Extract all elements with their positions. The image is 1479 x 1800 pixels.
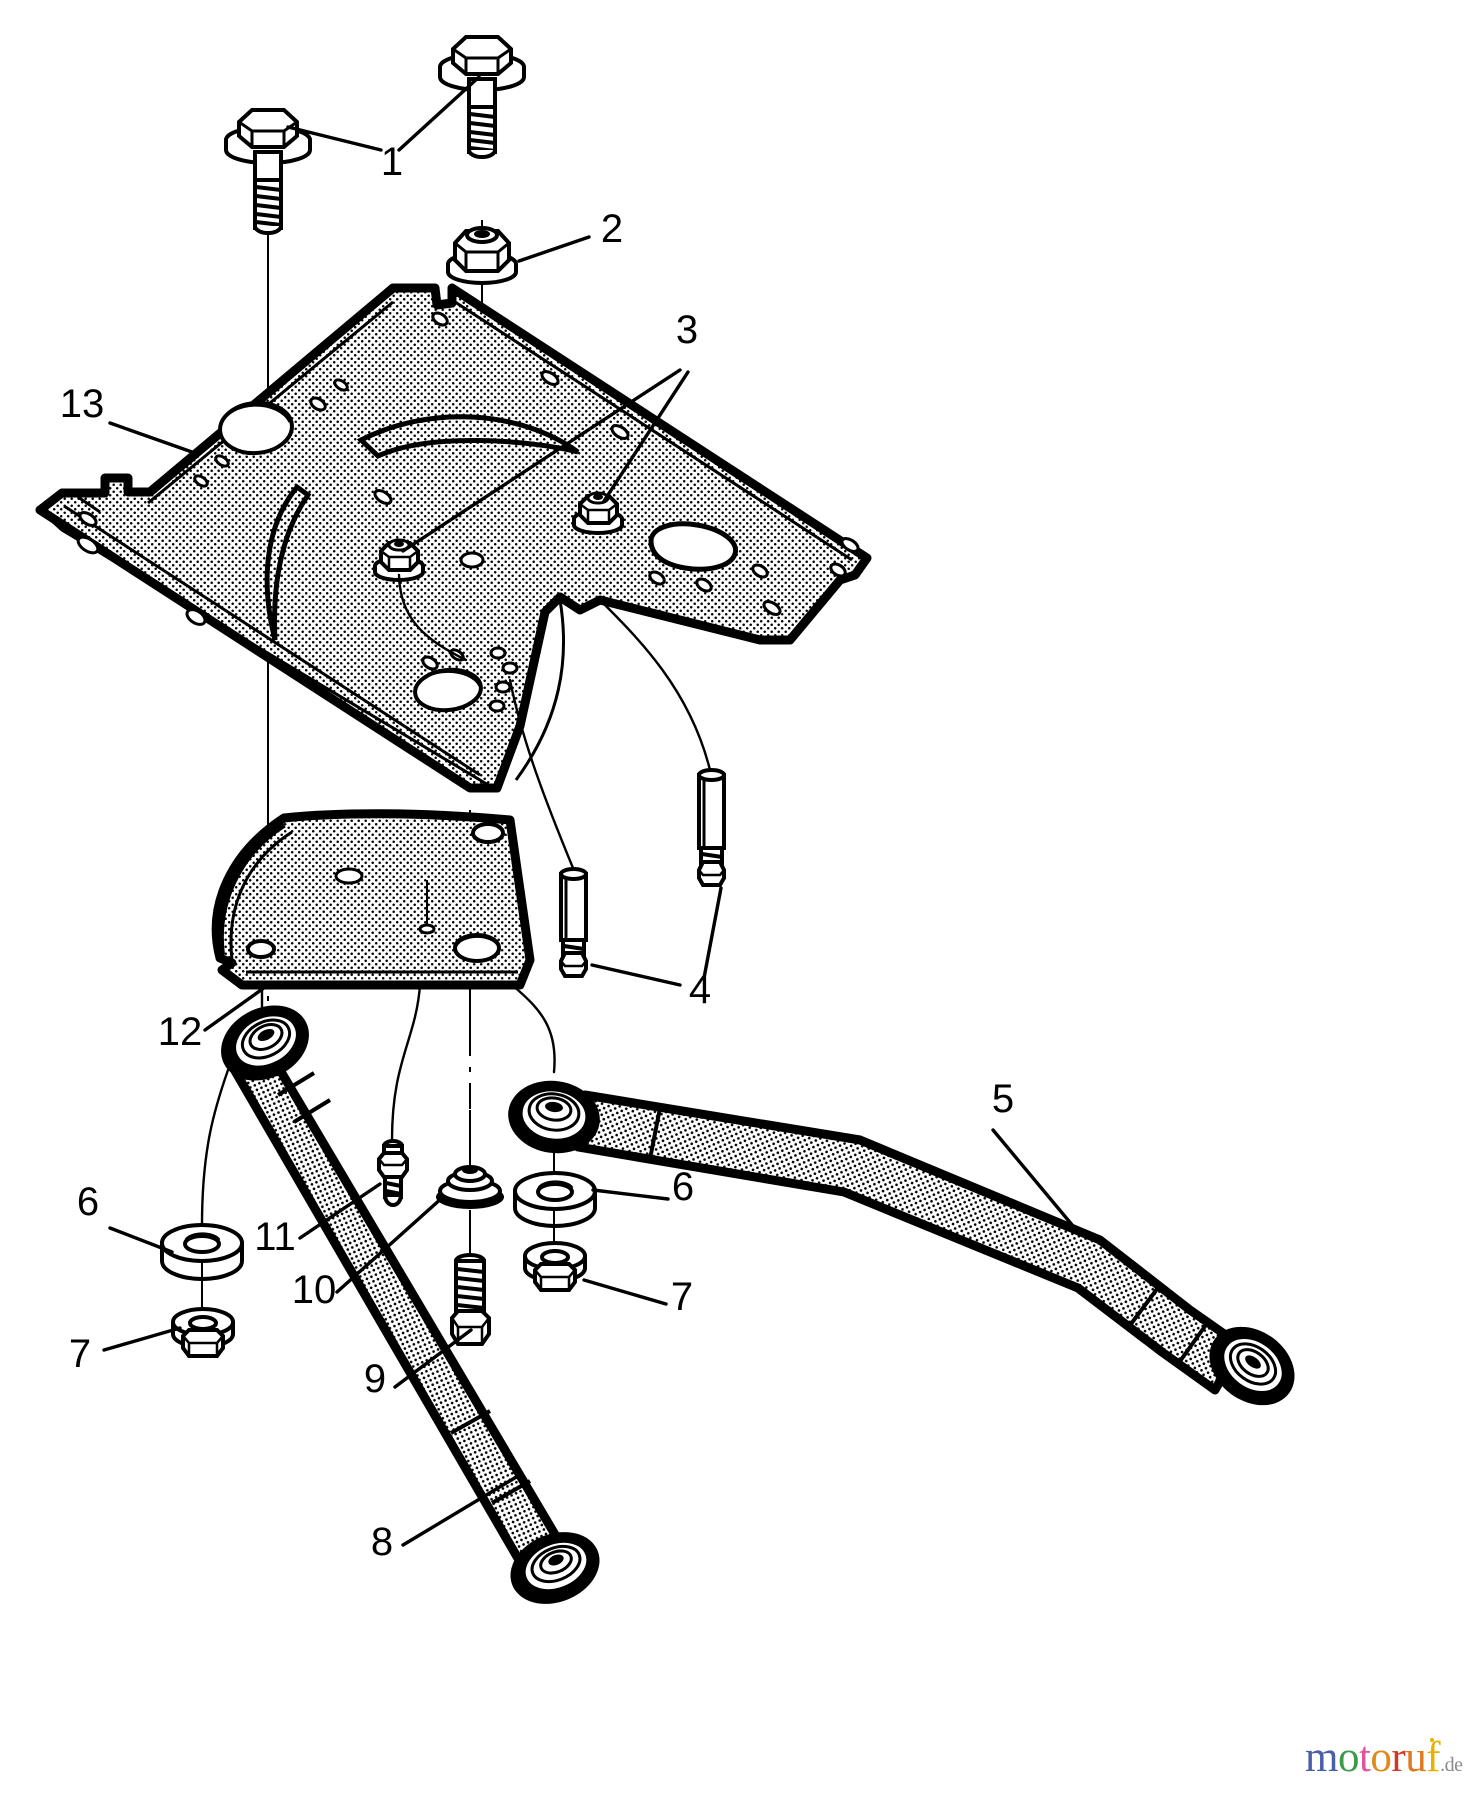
main-frame-plate (35, 283, 872, 793)
callout-numbers: 1 2 3 4 5 6 6 7 7 8 9 10 11 12 13 (60, 140, 1014, 1564)
ball-joint-eye-right (1209, 1326, 1295, 1406)
callout-2: 2 (601, 207, 623, 251)
callout-5: 5 (992, 1077, 1014, 1121)
flat-washer-right (513, 1171, 597, 1228)
hex-flange-screw-right (438, 35, 526, 159)
logo-accent-dot (1430, 1738, 1434, 1742)
logo-letter-m: m (1305, 1734, 1338, 1781)
hex-flange-nut-right (523, 1241, 587, 1292)
ball-joint-eye-left (508, 1080, 600, 1154)
callout-7-right: 7 (671, 1275, 693, 1319)
callout-4: 4 (689, 968, 711, 1012)
logo-letter-o2: o (1370, 1734, 1392, 1781)
logo-letter-r: r (1391, 1734, 1406, 1781)
callout-10: 10 (292, 1268, 337, 1312)
motoruf-watermark: motoruf.de (1305, 1734, 1463, 1781)
connector-lines (200, 573, 712, 1310)
ball-joint-eye-upper (221, 1005, 309, 1081)
shoulder-bolt-right (697, 768, 726, 887)
callout-8: 8 (371, 1520, 393, 1564)
callout-13: 13 (60, 382, 105, 426)
callout-9: 9 (364, 1357, 386, 1401)
flange-lock-nut-left (373, 538, 425, 582)
drag-link-short (221, 1005, 600, 1604)
shoulder-bolt-left (559, 867, 588, 978)
grease-fitting (377, 1139, 409, 1207)
callout-7-left: 7 (69, 1332, 91, 1376)
logo-letter-t: t (1358, 1734, 1371, 1781)
ball-joint-eye-lower (510, 1532, 600, 1604)
logo-letter-o1: o (1337, 1734, 1360, 1781)
logo-letter-f: f (1426, 1734, 1441, 1781)
callout-leaders (102, 75, 1080, 1547)
lower-plate (211, 809, 535, 990)
logo-domain: .de (1440, 1754, 1463, 1776)
logo-letter-u: u (1405, 1734, 1427, 1781)
callout-6-right: 6 (672, 1165, 694, 1209)
flange-lock-nut-assembly (436, 1165, 504, 1209)
flange-lock-nut-top (446, 226, 518, 285)
callout-11: 11 (254, 1215, 296, 1259)
callout-12: 12 (158, 1010, 203, 1054)
callout-6-left: 6 (77, 1180, 99, 1224)
flange-lock-nut-right (572, 491, 624, 535)
hex-flange-nut-left (171, 1307, 235, 1358)
drag-link-long (508, 1080, 1295, 1406)
callout-3: 3 (676, 308, 698, 352)
callout-1: 1 (381, 140, 403, 184)
hex-flange-screw-left (224, 108, 312, 235)
